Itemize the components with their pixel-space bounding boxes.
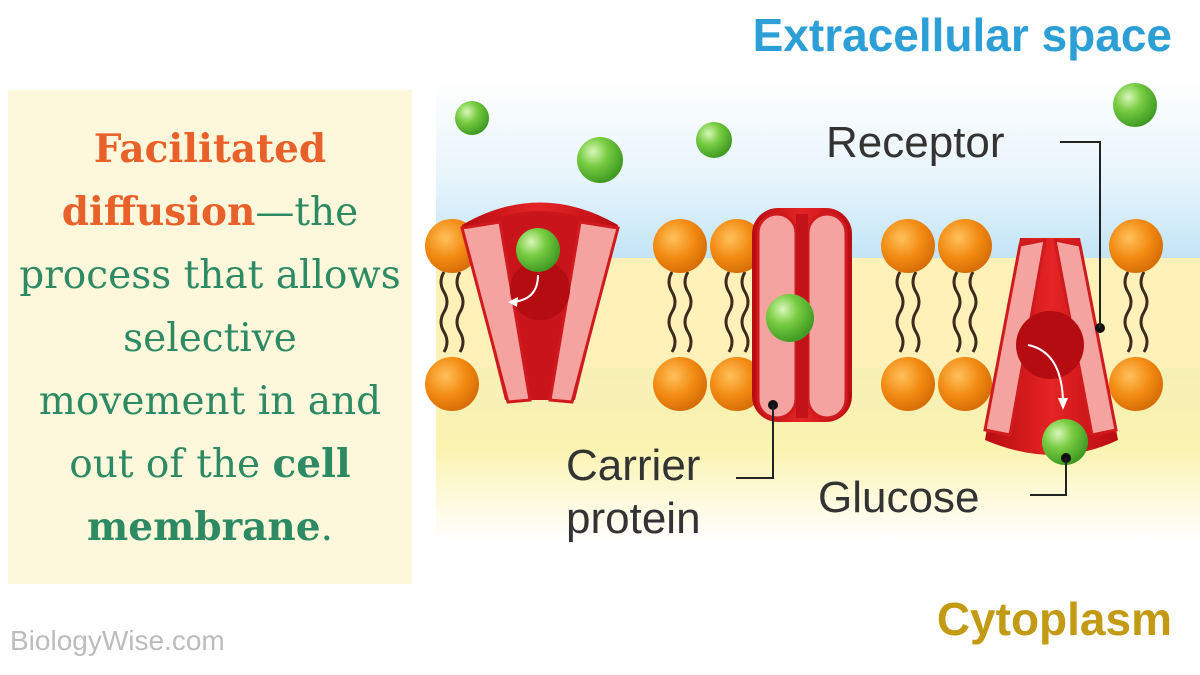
definition-box: Facilitated diffusion—the process that a… [8,90,412,584]
site-credit: BiologyWise.com [10,625,225,656]
lipid-tail [968,271,978,353]
lipid-tail [683,271,693,353]
term-cell-membrane: cell membrane [86,441,351,550]
carrier-leader [736,405,774,479]
carrier-label-line1: Carrier [566,441,700,490]
phospholipid-head [938,219,992,273]
lipid-tail [895,271,905,353]
lipid-tail [952,271,962,353]
phospholipid-head [653,219,707,273]
lipid-tail [911,271,921,353]
receptor-label: Receptor [826,118,1005,167]
glucose-molecule [516,228,560,272]
phospholipid-head [653,357,707,411]
channel-protein-right [983,238,1118,465]
receptor-leader [1060,141,1101,328]
lipid-tail [724,271,734,353]
glucose-leader [1030,458,1067,496]
lipid-tail [455,271,465,353]
definition-end: . [320,505,333,550]
leader-lines [736,141,1101,496]
glucose-molecule [1042,419,1088,465]
lipid-tail [1123,271,1133,353]
channel-protein-middle [752,208,852,422]
extracellular-space-title: Extracellular space [752,9,1172,61]
phospholipid-head [710,219,764,273]
phospholipid-head [881,219,935,273]
carrier-label-line2: protein [566,494,701,543]
cytoplasm-title: Cytoplasm [936,593,1172,645]
phospholipid-head [1109,219,1163,273]
glucose-molecule [766,294,814,342]
definition-text: —the process that allows selective movem… [19,190,401,487]
lipid-tail [1139,271,1149,353]
lipid-tails [439,271,1149,353]
lipid-tail [740,271,750,353]
term-facilitated-diffusion: Facilitated diffusion [61,126,327,235]
lipid-tail [439,271,449,353]
free-glucose [455,83,1157,183]
phospholipid-head [1109,357,1163,411]
phospholipid-head [881,357,935,411]
phospholipid-heads [425,219,1163,411]
phospholipid-head [938,357,992,411]
glucose-label: Glucose [818,473,979,522]
channel-protein-left [460,202,620,404]
phospholipid-head [710,357,764,411]
lipid-tail [667,271,677,353]
phospholipid-head [425,357,479,411]
